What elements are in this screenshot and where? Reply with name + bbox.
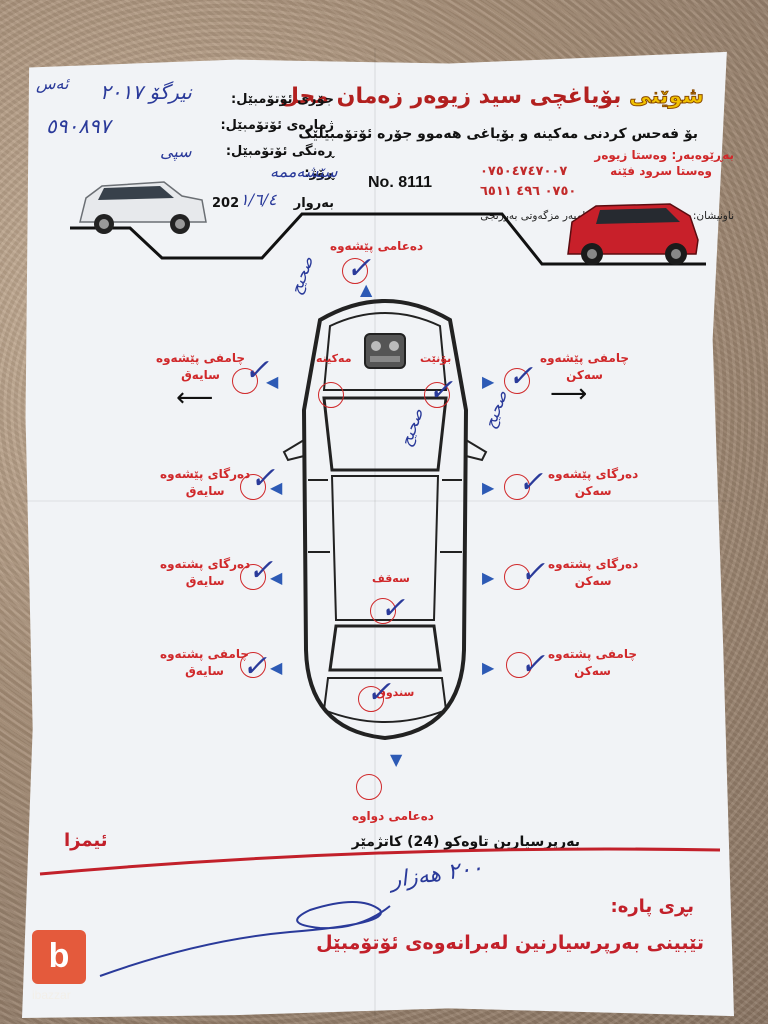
amount-label: بڕی پارە: [610, 896, 695, 917]
footer-note: تێبینی بەرپرسیارنین لەبرانەوەی ئۆتۆمبێل [316, 932, 704, 954]
signature-svg [99, 901, 391, 977]
check-rear-fender-left: ✓ [242, 649, 268, 684]
header-divider-svg [70, 181, 706, 266]
arrow-left-door-rear: ◀ [270, 568, 283, 587]
car-type-label: جۆری ئۆتۆمبێل: [231, 92, 334, 107]
arrow-up: ▲ [360, 280, 373, 299]
circle-roof [370, 598, 396, 624]
arrow-right-fender-front: ▶ [482, 372, 495, 391]
circle-rear-bumper [356, 774, 382, 800]
signature-stroke [99, 901, 391, 977]
second-phone: ٠٧٥٠ ٤٩٦ ٦٥١١ [480, 184, 577, 199]
label-rear-door-left: دەرگای پشتەوە سایەق [160, 557, 251, 588]
label-bonnet: بۆنێت [420, 352, 452, 365]
circle-engine [318, 382, 344, 408]
car-windshield [322, 396, 448, 472]
circle-front-bumper [342, 258, 368, 284]
shop-subtitle: بۆ فەحس کردنی مەکینە و بۆیاغی هەموو جۆرە… [298, 126, 698, 142]
circle-front-door-left [240, 474, 266, 500]
circle-rear-fender-right [506, 652, 532, 678]
arrow-left-big: ⟵ [176, 383, 214, 413]
car-top-view-diagram [282, 299, 488, 741]
label-front-door-right: دەرگای پێشەوە سەکن [548, 467, 639, 498]
label-front-door-left: دەرگای پێشەوە سایەق [160, 467, 251, 498]
check-rear-door-right: ✓ [520, 555, 546, 590]
white-suv-illustration [79, 181, 207, 234]
car-rear-window [328, 624, 442, 672]
manager-phone: ٠٧٥٠٤٧٤٧٠٠٧ [480, 164, 568, 179]
paper-fold-horizontal [22, 500, 734, 502]
label-trunk: سندوق [376, 686, 415, 699]
label-front-fender-left: چامفی پێشەوە سایەق [156, 351, 245, 382]
arrow-right-fender-rear: ▶ [482, 658, 495, 677]
check-rear-door-left: ✓ [248, 553, 274, 588]
label-roof: سەقف [372, 572, 410, 585]
manager-label: بەڕێوەبەر: وەستا زیوەر [594, 148, 734, 162]
check-front-fender-right: ✓ [508, 359, 534, 394]
check-rear-fender-right: ✓ [520, 647, 546, 682]
paper-fold-vertical [374, 48, 376, 1018]
label-rear-fender-right: چامفی پشتەوە سەکن [548, 647, 637, 678]
car-trunk-outline [322, 677, 448, 723]
date-label: بەروار [293, 196, 334, 211]
label-rear-door-right: دەرگای پشتەوە سەکن [548, 557, 639, 588]
handwritten-date: ١/٦/٤ [240, 190, 277, 209]
car-bonnet-outline [322, 312, 448, 391]
footer-divider-svg [39, 847, 721, 876]
circle-trunk [358, 686, 384, 712]
red-suv-illustration [567, 203, 699, 265]
car-body-outline [301, 299, 469, 741]
circle-rear-door-right [504, 564, 530, 590]
car-color-label: ڕەنگی ئۆتۆمبێل: [225, 144, 334, 159]
circle-bonnet [424, 382, 450, 408]
arrow-down: ▼ [390, 750, 403, 769]
second-label: وەستا سرود فێنە [610, 164, 712, 178]
check-trunk: ✓ [366, 675, 392, 710]
header-divider-line [70, 212, 706, 266]
arrow-right-door-rear: ▶ [482, 568, 495, 587]
check-front-door-right: ✓ [518, 465, 544, 500]
label-front-bumper: دەعامی پێشەوە [330, 239, 424, 253]
circle-front-door-right [504, 474, 530, 500]
signature-label: ئیمزا [64, 830, 108, 851]
responsibility-text: بەرپرسیارین تاوەکو (24) کاتژمێر [351, 834, 580, 850]
handwritten-corner: ئەس [36, 74, 69, 93]
arrow-left-fender-front: ◀ [266, 372, 279, 391]
engine-icon [364, 333, 406, 369]
handwritten-car-color: سپی [160, 142, 192, 161]
arrow-right-big: ⟶ [550, 379, 588, 409]
check-front-bumper: ✓ [346, 251, 372, 286]
shop-title: شوێنی بۆیاغچی سید زیوەر زەمان محل [279, 84, 705, 110]
check-bonnet: ✓ [428, 373, 454, 408]
check-roof: ✓ [380, 591, 406, 626]
circle-rear-fender-left [240, 652, 266, 678]
ibazzar-logo: b [32, 930, 86, 984]
handwritten-car-number: ٥٩٠٨٩٧ [46, 114, 111, 138]
handwritten-day: سێشەممە [270, 162, 338, 181]
arrow-left-door-front: ◀ [270, 478, 283, 497]
check-front-fender-left: ✓ [244, 353, 270, 388]
circle-front-fender-left [232, 368, 258, 394]
label-rear-bumper: دەعامی دواوە [352, 809, 434, 823]
label-rear-fender-left: چامفی پشتەوە سایەق [160, 647, 249, 678]
left-mirror [282, 439, 305, 462]
handwritten-car-type: نیرگۆ ۲۰۱۷ [100, 80, 192, 104]
footer-red-line [39, 847, 721, 876]
date-year: 202 [212, 196, 240, 211]
arrow-left-fender-rear: ◀ [270, 658, 283, 677]
circle-rear-door-left [240, 564, 266, 590]
receipt-number: No. 8111 [368, 174, 433, 191]
check-front-door-left: ✓ [250, 461, 276, 496]
ibazzar-watermark-text: ibazzar [32, 988, 71, 1002]
day-label: ڕۆژ: [304, 166, 334, 181]
right-mirror [465, 439, 488, 462]
car-number-label: ژمارەی ئۆتۆمبێل: [220, 118, 334, 133]
label-front-fender-right: چامفی پێشەوە سەکن [540, 351, 629, 382]
arrow-right-door-front: ▶ [482, 478, 495, 497]
shop-title-highlight: شوێنی [629, 84, 705, 110]
circle-front-fender-right [504, 368, 530, 394]
car-roof-outline [330, 475, 440, 621]
shop-title-rest: بۆیاغچی سید زیوەر زەمان محل [279, 84, 622, 109]
label-engine: مەکینە [316, 352, 352, 365]
